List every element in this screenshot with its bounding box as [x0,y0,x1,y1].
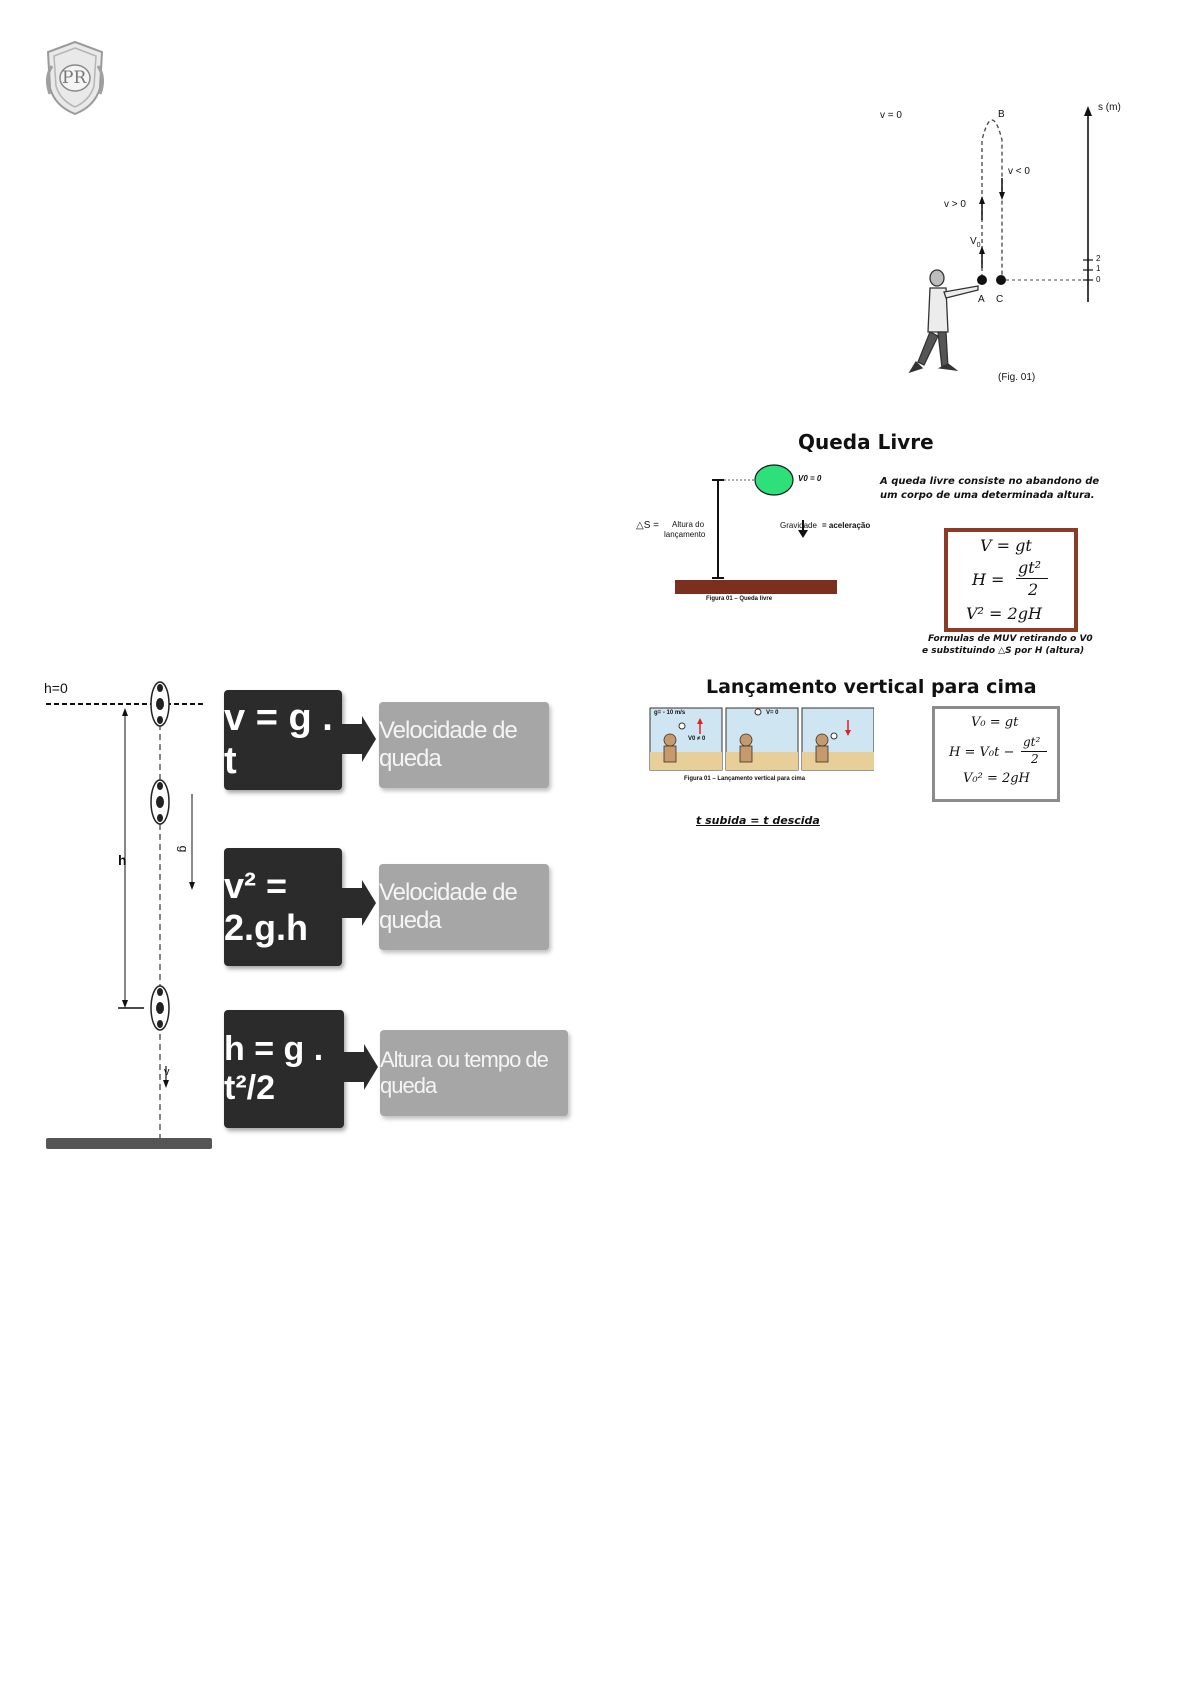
queda-aceleracao: = aceleração [822,521,871,530]
lancamento-title: Lançamento vertical para cima [706,676,1037,698]
lanc-v0-label: V0 ≠ 0 [688,736,706,742]
lanc-formula-2-bar [1021,751,1047,752]
fall-v-label: v [164,1066,170,1078]
lancamento-figure: g= - 10 m/s V0 ≠ 0 V= 0 [648,706,874,780]
lanc-g-label: g= - 10 m/s [654,710,686,716]
lanc-formula-1: V₀ = gt [971,715,1019,730]
queda-formula-3: V² = 2gH [966,604,1042,623]
queda-altura-1: Altura do [672,520,705,529]
label-v0-letter: V [970,236,977,247]
queda-livre-figure: V0 = 0 △S = Altura do lançamento Gravida… [636,462,870,602]
tick-0: 0 [1096,275,1101,284]
axis-label-s: s (m) [1098,102,1121,113]
queda-altura-2: lançamento [664,530,706,539]
formula-box-2: v² = 2.g.h [224,848,342,966]
queda-formula-box: V = gt H = gt² 2 V² = 2gH [944,528,1078,632]
description-box-3: Altura ou tempo de queda [380,1030,568,1116]
queda-note-2: e substituindo △S por H (altura) [922,646,1085,656]
queda-formula-2-num: gt² [1018,558,1042,577]
formula-arrow-1 [342,724,362,754]
queda-note-1: Formulas de MUV retirando o V0 [928,634,1093,644]
queda-formula-1: V = gt [980,536,1032,555]
lancamento-formula-box: V₀ = gt H = V₀t − gt² 2 V₀² = 2gH [932,706,1060,802]
queda-formula-2-bar [1016,578,1048,579]
formula-arrowhead-2 [362,880,376,926]
queda-description-2: um corpo de uma determinada altura. [880,490,1095,501]
queda-livre-title: Queda Livre [798,430,934,454]
label-v0-sub: 0 [976,242,981,249]
logo-text: PR [62,68,87,88]
formula-arrow-3 [344,1052,364,1082]
fall-h0-label: h=0 [44,680,68,696]
description-box-1: Velocidade de queda [379,702,549,788]
queda-formula-2-lhs: H = [972,570,1005,589]
label-point-a: A [978,294,985,305]
logo: PR [40,38,110,118]
queda-figure-caption: Figura 01 – Queda livre [706,596,773,602]
lanc-figure-caption: Figura 01 – Lançamento vertical para cim… [684,776,806,782]
queda-gravidade: Gravidade [780,521,817,530]
formula-box-1: v = g . t [224,690,342,790]
tick-2: 2 [1096,254,1101,263]
label-v0: V0 [970,236,981,249]
formula-arrowhead-1 [362,716,376,762]
fig01-diagram: v = 0 B v < 0 v > 0 V0 A C s (m) 2 1 0 (… [880,100,1160,390]
label-point-c: C [996,294,1004,305]
label-v-negative: v < 0 [1008,166,1030,177]
lanc-formula-2-lhs: H = V₀t − [949,745,1015,760]
formula-arrowhead-3 [364,1044,378,1090]
tick-1: 1 [1096,264,1101,273]
lanc-formula-2-num: gt² [1023,735,1041,749]
label-point-b: B [998,109,1005,120]
description-box-2: Velocidade de queda [379,864,549,950]
formula-arrow-2 [342,888,362,918]
queda-formula-2-den: 2 [1028,580,1039,599]
queda-delta-s: △S = [636,520,659,531]
fall-diagram: h=0 h g v [40,676,220,1152]
queda-description-1: A queda livre consiste no abandono de [880,476,1100,487]
formula-box-3: h = g . t²/2 [224,1010,344,1128]
fall-g-label: g [176,845,191,853]
lanc-v-zero: V= 0 [766,710,779,716]
queda-v0-label: V0 = 0 [798,474,822,483]
lanc-formula-3: V₀² = 2gH [963,771,1030,786]
lanc-t-note: t subida = t descida [696,814,820,827]
lanc-formula-2-den: 2 [1031,752,1039,766]
fig01-caption: (Fig. 01) [998,372,1036,383]
label-v-positive: v > 0 [944,199,966,210]
fall-h-label: h [118,852,127,868]
label-v-zero: v = 0 [880,110,902,121]
